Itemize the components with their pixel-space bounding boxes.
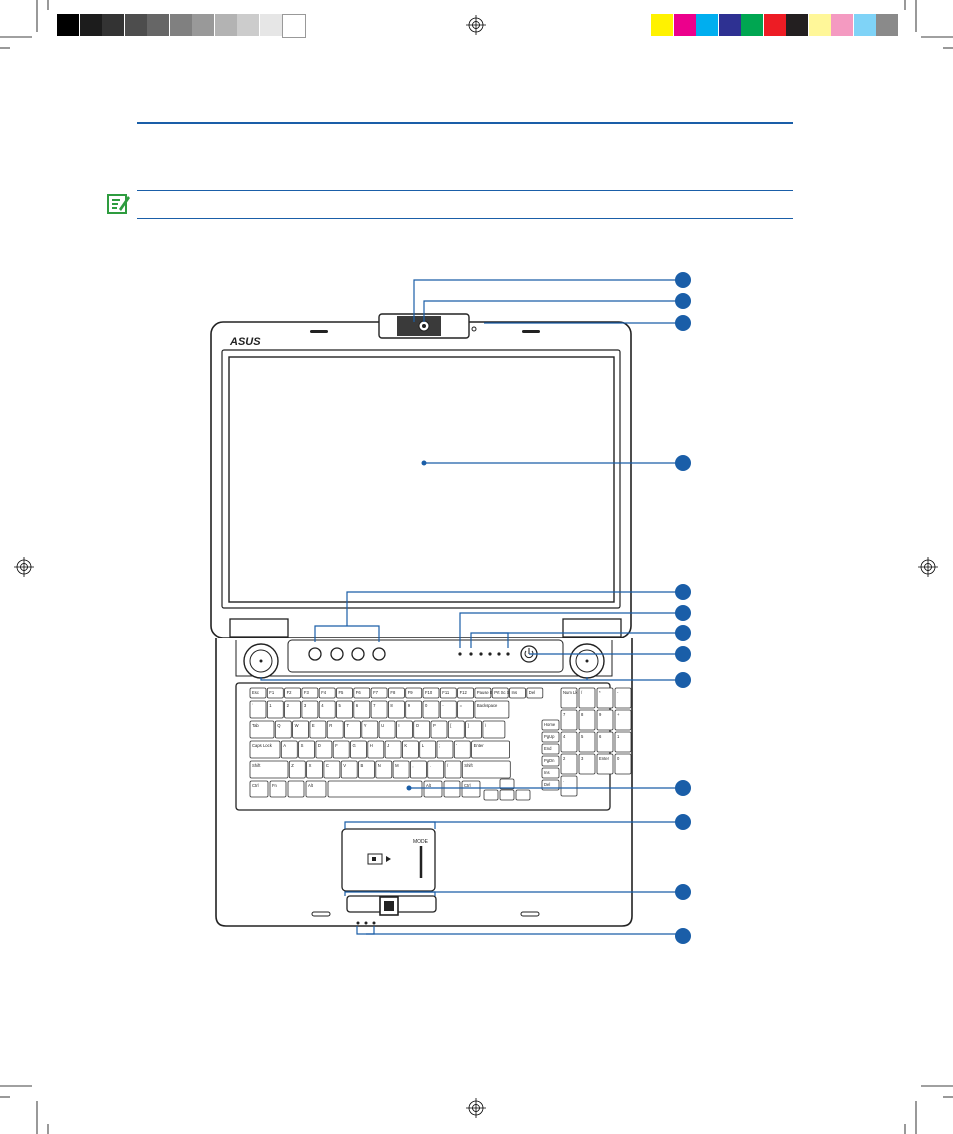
key-label: Y [364, 723, 367, 728]
hinge-left [230, 619, 288, 637]
keyboard-key [484, 790, 498, 800]
key-label: Esc [252, 690, 259, 695]
key-label: V [343, 763, 346, 768]
key-label: Backspace [477, 703, 498, 708]
keyboard-key [516, 790, 530, 800]
key-label: A [283, 743, 286, 748]
key-label: F [335, 743, 338, 748]
key-label: Shift [252, 763, 261, 768]
key-label: U [381, 723, 384, 728]
keyboard-key [288, 781, 304, 797]
hinge-right [563, 619, 621, 637]
key-label: D [318, 743, 321, 748]
key-label: Alt [308, 783, 314, 788]
key-label: W [295, 723, 299, 728]
keyboard: EscF1F2F3F4F5F6F7F8F9F10F11F12Pause Brea… [250, 688, 631, 800]
key-label: X [309, 763, 312, 768]
callout-7 [675, 625, 691, 641]
key-label: PgDn [544, 758, 555, 763]
key-label: Home [544, 722, 556, 727]
callout-12 [675, 884, 691, 900]
callout-13 [675, 928, 691, 944]
key-label: Shift [464, 763, 473, 768]
key-label: Tab [252, 723, 259, 728]
key-label: F1 [269, 690, 275, 695]
key-label: . [563, 778, 564, 783]
key-label: Ins [512, 690, 518, 695]
key-label: F3 [304, 690, 310, 695]
key-label: M [395, 763, 399, 768]
callout-3 [675, 315, 691, 331]
key-label: B [361, 763, 364, 768]
key-label: Enter [474, 743, 485, 748]
key-label: K [404, 743, 407, 748]
callout-10 [675, 780, 691, 796]
key-label: T [347, 723, 350, 728]
callout-4 [675, 455, 691, 471]
callout-2 [675, 293, 691, 309]
callout-5 [675, 584, 691, 600]
callout-1 [675, 272, 691, 288]
key-label: Ctrl [252, 783, 259, 788]
key-label: F9 [408, 690, 414, 695]
key-label: Alt [426, 783, 432, 788]
key-label: F7 [373, 690, 379, 695]
callout-8 [675, 646, 691, 662]
key-label: F10 [425, 690, 433, 695]
key-label: ; [439, 743, 440, 748]
key-label: F6 [356, 690, 362, 695]
callout-markers [675, 272, 691, 944]
key-label: F8 [390, 690, 396, 695]
key-label: N [378, 763, 381, 768]
keyboard-key [500, 790, 514, 800]
key-label: G [353, 743, 356, 748]
key-label: R [329, 723, 332, 728]
key-label: P [433, 723, 436, 728]
key-label: Enter [599, 756, 610, 761]
key-label: Z [291, 763, 294, 768]
key-label: ] [468, 723, 469, 728]
key-label: F2 [287, 690, 293, 695]
key-label: . [430, 763, 431, 768]
callout-6 [675, 605, 691, 621]
callout-9 [675, 672, 691, 688]
key-label: Ins [544, 770, 550, 775]
brand-logo: ASUS [229, 336, 261, 348]
key-label: PgUp [544, 734, 555, 739]
key-label: J [387, 743, 389, 748]
key-label: End [544, 746, 552, 751]
key-label: S [301, 743, 304, 748]
key-label: Del [544, 782, 550, 787]
key-label: Num Lk [563, 690, 578, 695]
key-label: I [398, 723, 399, 728]
key-label: Del [529, 690, 535, 695]
keyboard-key [483, 721, 505, 738]
key-label: F12 [460, 690, 468, 695]
key-label: C [326, 763, 329, 768]
key-label: E [312, 723, 315, 728]
svg-text:MODE: MODE [413, 839, 429, 845]
key-label: F4 [321, 690, 327, 695]
keyboard-key [444, 781, 460, 797]
key-label: Ctrl [464, 783, 471, 788]
key-label: H [370, 743, 373, 748]
key-label: F11 [442, 690, 450, 695]
key-label: F5 [339, 690, 345, 695]
key-label: Caps Lock [252, 743, 273, 748]
key-label: , [412, 763, 413, 768]
key-label: Fn [272, 783, 278, 788]
callout-11 [675, 814, 691, 830]
display-panel [229, 357, 614, 602]
